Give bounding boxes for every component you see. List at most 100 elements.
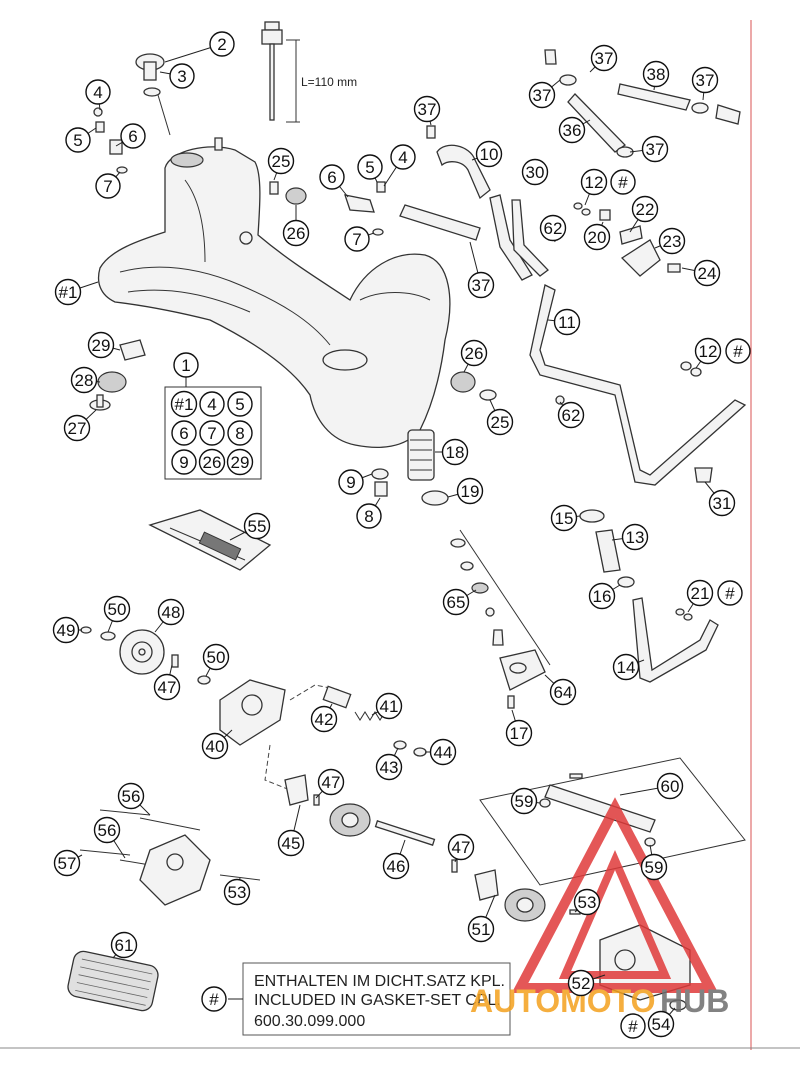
callout-17: 17 bbox=[505, 719, 533, 747]
callout-label: 12 bbox=[585, 173, 604, 192]
callout-circle bbox=[375, 753, 403, 781]
callout-circle bbox=[456, 477, 484, 505]
callout-label: 59 bbox=[515, 792, 534, 811]
legend-line-1: ENTHALTEN IM DICHT.SATZ KPL. bbox=[254, 973, 505, 990]
filter-cover-drawing bbox=[148, 509, 272, 571]
callout-46: 46 bbox=[382, 852, 410, 880]
callout-56b: 56 bbox=[93, 816, 121, 844]
callout-circle bbox=[717, 580, 743, 606]
pump-cover-left-drawing bbox=[79, 809, 261, 906]
callout-27: 27 bbox=[63, 414, 91, 442]
callout-52: 52 bbox=[567, 969, 595, 997]
callout-label: 12 bbox=[699, 342, 718, 361]
callout-circle bbox=[356, 503, 382, 529]
callout-8: 8 bbox=[356, 503, 382, 529]
callout-circle bbox=[170, 390, 198, 418]
callout-circle bbox=[460, 339, 488, 367]
callout-label: 60 bbox=[661, 777, 680, 796]
callout-62a: 62 bbox=[539, 214, 567, 242]
callout-circle bbox=[590, 44, 618, 72]
callout-22: 22 bbox=[631, 195, 659, 223]
callout-hash1: # bbox=[610, 169, 636, 195]
callout-label: 25 bbox=[272, 152, 291, 171]
callout-circle bbox=[708, 489, 736, 517]
callout-label: 47 bbox=[158, 678, 177, 697]
callout-circle bbox=[223, 878, 251, 906]
callout-circle bbox=[227, 420, 253, 446]
callout-label: 20 bbox=[588, 228, 607, 247]
callout-label: 4 bbox=[207, 395, 216, 414]
callout-59a: 59 bbox=[510, 787, 538, 815]
oil-tank-frame-drawing bbox=[97, 137, 451, 448]
watermark-triangle-inner bbox=[558, 849, 672, 979]
callout-circle bbox=[110, 931, 138, 959]
callout-label: 50 bbox=[207, 648, 226, 667]
callout-label: 59 bbox=[645, 858, 664, 877]
callout-55: 55 bbox=[243, 512, 271, 540]
legend-line-3: 600.30.099.000 bbox=[254, 1013, 365, 1030]
callout-60: 60 bbox=[656, 772, 684, 800]
callout-label: 65 bbox=[447, 593, 466, 612]
callout-26a: 26 bbox=[282, 219, 310, 247]
callout-circle bbox=[539, 214, 567, 242]
oil-screen-drawing bbox=[371, 429, 449, 506]
callout-19: 19 bbox=[456, 477, 484, 505]
callout-label: # bbox=[628, 1017, 638, 1036]
callout-label: 37 bbox=[595, 49, 614, 68]
callout-circle bbox=[54, 278, 82, 306]
breather-hose-drawing bbox=[399, 144, 549, 281]
callout-18: 18 bbox=[441, 438, 469, 466]
watermark-text-hub: HUB bbox=[660, 983, 729, 1019]
callout-31: 31 bbox=[708, 489, 736, 517]
callout-label: 8 bbox=[235, 424, 244, 443]
callout-label: 64 bbox=[554, 683, 573, 702]
callout-circle bbox=[375, 692, 403, 720]
callout-37c: 37 bbox=[590, 44, 618, 72]
callout-circle bbox=[277, 829, 305, 857]
callout-label: 6 bbox=[128, 127, 137, 146]
callout-44: 44 bbox=[429, 738, 457, 766]
callout-label: # bbox=[733, 342, 743, 361]
callout-38: 38 bbox=[642, 60, 670, 88]
callout-circle bbox=[505, 719, 533, 747]
callout-circle bbox=[467, 271, 495, 299]
callout-label: 5 bbox=[365, 158, 374, 177]
callout-circle bbox=[647, 1010, 675, 1038]
callout-label: 4 bbox=[398, 148, 407, 167]
callout-label: 17 bbox=[510, 724, 529, 743]
callout-label: 29 bbox=[231, 453, 250, 472]
callout-37b: 37 bbox=[467, 271, 495, 299]
group-box-1 bbox=[164, 386, 262, 480]
callout-circle bbox=[93, 816, 121, 844]
callout-label: 46 bbox=[387, 857, 406, 876]
callout-hash5: # bbox=[201, 986, 227, 1012]
callout-14: 14 bbox=[612, 653, 640, 681]
callout-circle bbox=[413, 95, 441, 123]
callout-3: 3 bbox=[169, 63, 195, 89]
callout-circle bbox=[310, 705, 338, 733]
watermark-text-automoto: AUTOMOTO bbox=[470, 983, 655, 1019]
callout-45: 45 bbox=[277, 829, 305, 857]
callout-circle bbox=[557, 401, 585, 429]
callout-circle bbox=[583, 223, 611, 251]
callout-label: 25 bbox=[491, 413, 510, 432]
callout-circle bbox=[171, 449, 197, 475]
callout-label: # bbox=[209, 990, 219, 1009]
callout-circle bbox=[103, 595, 131, 623]
callout-label: 19 bbox=[461, 482, 480, 501]
callout-4a: 4 bbox=[85, 79, 111, 105]
callout-circle bbox=[550, 504, 578, 532]
callout-label: 21 bbox=[691, 584, 710, 603]
group-box-item-0: #1 bbox=[170, 390, 198, 418]
callout-label: 37 bbox=[646, 140, 665, 159]
callout-label: 5 bbox=[235, 395, 244, 414]
callout-circle bbox=[475, 140, 503, 168]
callout-circle bbox=[510, 787, 538, 815]
callout-circle bbox=[580, 168, 608, 196]
callout-circle bbox=[521, 158, 549, 186]
callout-label: 55 bbox=[248, 517, 267, 536]
callout-label: 47 bbox=[452, 838, 471, 857]
callout-circle bbox=[317, 768, 345, 796]
